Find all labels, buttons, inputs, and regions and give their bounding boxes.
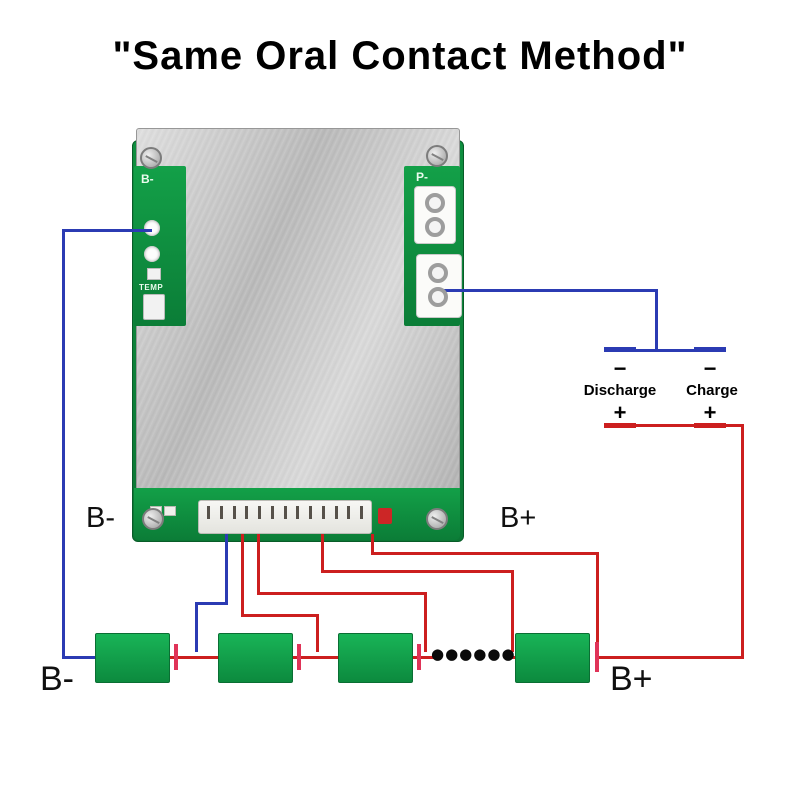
discharge-minus-sign: −: [613, 356, 627, 381]
balance-wire-red3-v1: [321, 534, 324, 572]
balance-wire-red3-v2: [511, 570, 514, 652]
screw-top-right: [426, 145, 448, 167]
balance-wire-red1-v2: [316, 614, 319, 652]
screw-bottom-right: [426, 508, 448, 530]
balance-pin: [219, 506, 223, 519]
bminus-pad-marking: B-: [141, 172, 154, 186]
balance-pin: [360, 506, 363, 519]
balance-pin: [309, 506, 312, 519]
cell-link-1: [170, 656, 219, 659]
charge-label: Charge: [686, 382, 738, 399]
pminus-hole-1: [425, 193, 445, 213]
board-bminus-label: B-: [86, 502, 115, 534]
balance-connector: [198, 500, 372, 534]
bplus-board-pad: [378, 508, 392, 524]
wire-pminus-right-v: [655, 289, 658, 351]
cell-link-4: [505, 656, 516, 659]
bminus-solder-pad2: [144, 246, 160, 262]
balance-pin: [245, 506, 249, 519]
balance-pin: [283, 506, 287, 519]
pack-bplus-tick: [595, 642, 599, 672]
balance-wire-red4-v2: [596, 552, 599, 647]
balance-pin: [296, 506, 300, 519]
balance-wire-red1-v1: [241, 534, 244, 616]
screw-top-left: [140, 147, 162, 169]
screw-bottom-left: [142, 508, 164, 530]
pminus-hole-4: [428, 287, 448, 307]
cell-link-3: [413, 656, 436, 659]
balance-pin: [258, 506, 261, 519]
discharge-label: Discharge: [583, 382, 657, 399]
balance-wire-red2-v1: [257, 534, 260, 594]
pminus-hole-3: [428, 263, 448, 283]
balance-wire-blue-v2: [195, 602, 198, 652]
bminus-solder-pad: [144, 220, 160, 236]
balance-wire-red4-v1: [371, 534, 374, 554]
battery-cell-3: [338, 633, 413, 683]
pminus-pad-marking: P-: [416, 170, 428, 184]
charge-plus-sign: +: [703, 400, 717, 425]
balance-wire-red1-h: [241, 614, 319, 617]
temp-marking: TEMP: [139, 283, 164, 292]
board-bplus-label: B+: [500, 502, 537, 534]
pack-bminus-label: B-: [40, 660, 74, 698]
wire-bminus-top-h: [62, 229, 152, 232]
wire-positive-join-h: [618, 424, 744, 427]
pack-bplus-label: B+: [610, 660, 653, 698]
wire-positive-right-v: [741, 424, 744, 659]
battery-cell-4: [515, 633, 590, 683]
balance-wire-red4-h: [371, 552, 599, 555]
pminus-hole-2: [425, 217, 445, 237]
balance-wire-blue-h: [195, 602, 228, 605]
balance-wire-red3-h: [321, 570, 514, 573]
battery-cell-1: [95, 633, 170, 683]
balance-wire-blue-v1: [225, 534, 228, 604]
cell-terminal-tick-1: [174, 644, 178, 670]
balance-pin: [347, 506, 351, 519]
battery-cell-2: [218, 633, 293, 683]
wire-bminus-pack-h: [62, 656, 98, 659]
balance-pin: [334, 506, 338, 519]
balance-wire-red2-h: [257, 592, 427, 595]
discharge-negative-bar: [604, 347, 636, 352]
left-pad: [147, 268, 161, 280]
wire-pack-bplus-h: [599, 656, 744, 659]
wire-bminus-left-v: [62, 229, 65, 659]
balance-pin: [270, 506, 274, 519]
balance-wire-red2-v2: [424, 592, 427, 652]
balance-pin: [321, 506, 325, 519]
wire-pminus-right-h: [444, 289, 658, 292]
cell-terminal-tick-3: [417, 644, 421, 670]
more-cells-dots: ●●●●●●: [431, 645, 516, 663]
bottom-pad-2: [164, 506, 176, 516]
balance-pin: [207, 506, 210, 519]
balance-pin: [232, 506, 236, 519]
discharge-plus-sign: +: [613, 400, 627, 425]
wire-terminal-split-h: [618, 349, 712, 352]
charge-minus-sign: −: [703, 356, 717, 381]
page-title: "Same Oral Contact Method": [112, 34, 688, 78]
temp-connector: [143, 294, 165, 320]
cell-terminal-tick-2: [297, 644, 301, 670]
charge-negative-bar: [694, 347, 726, 352]
cell-link-2: [293, 656, 339, 659]
